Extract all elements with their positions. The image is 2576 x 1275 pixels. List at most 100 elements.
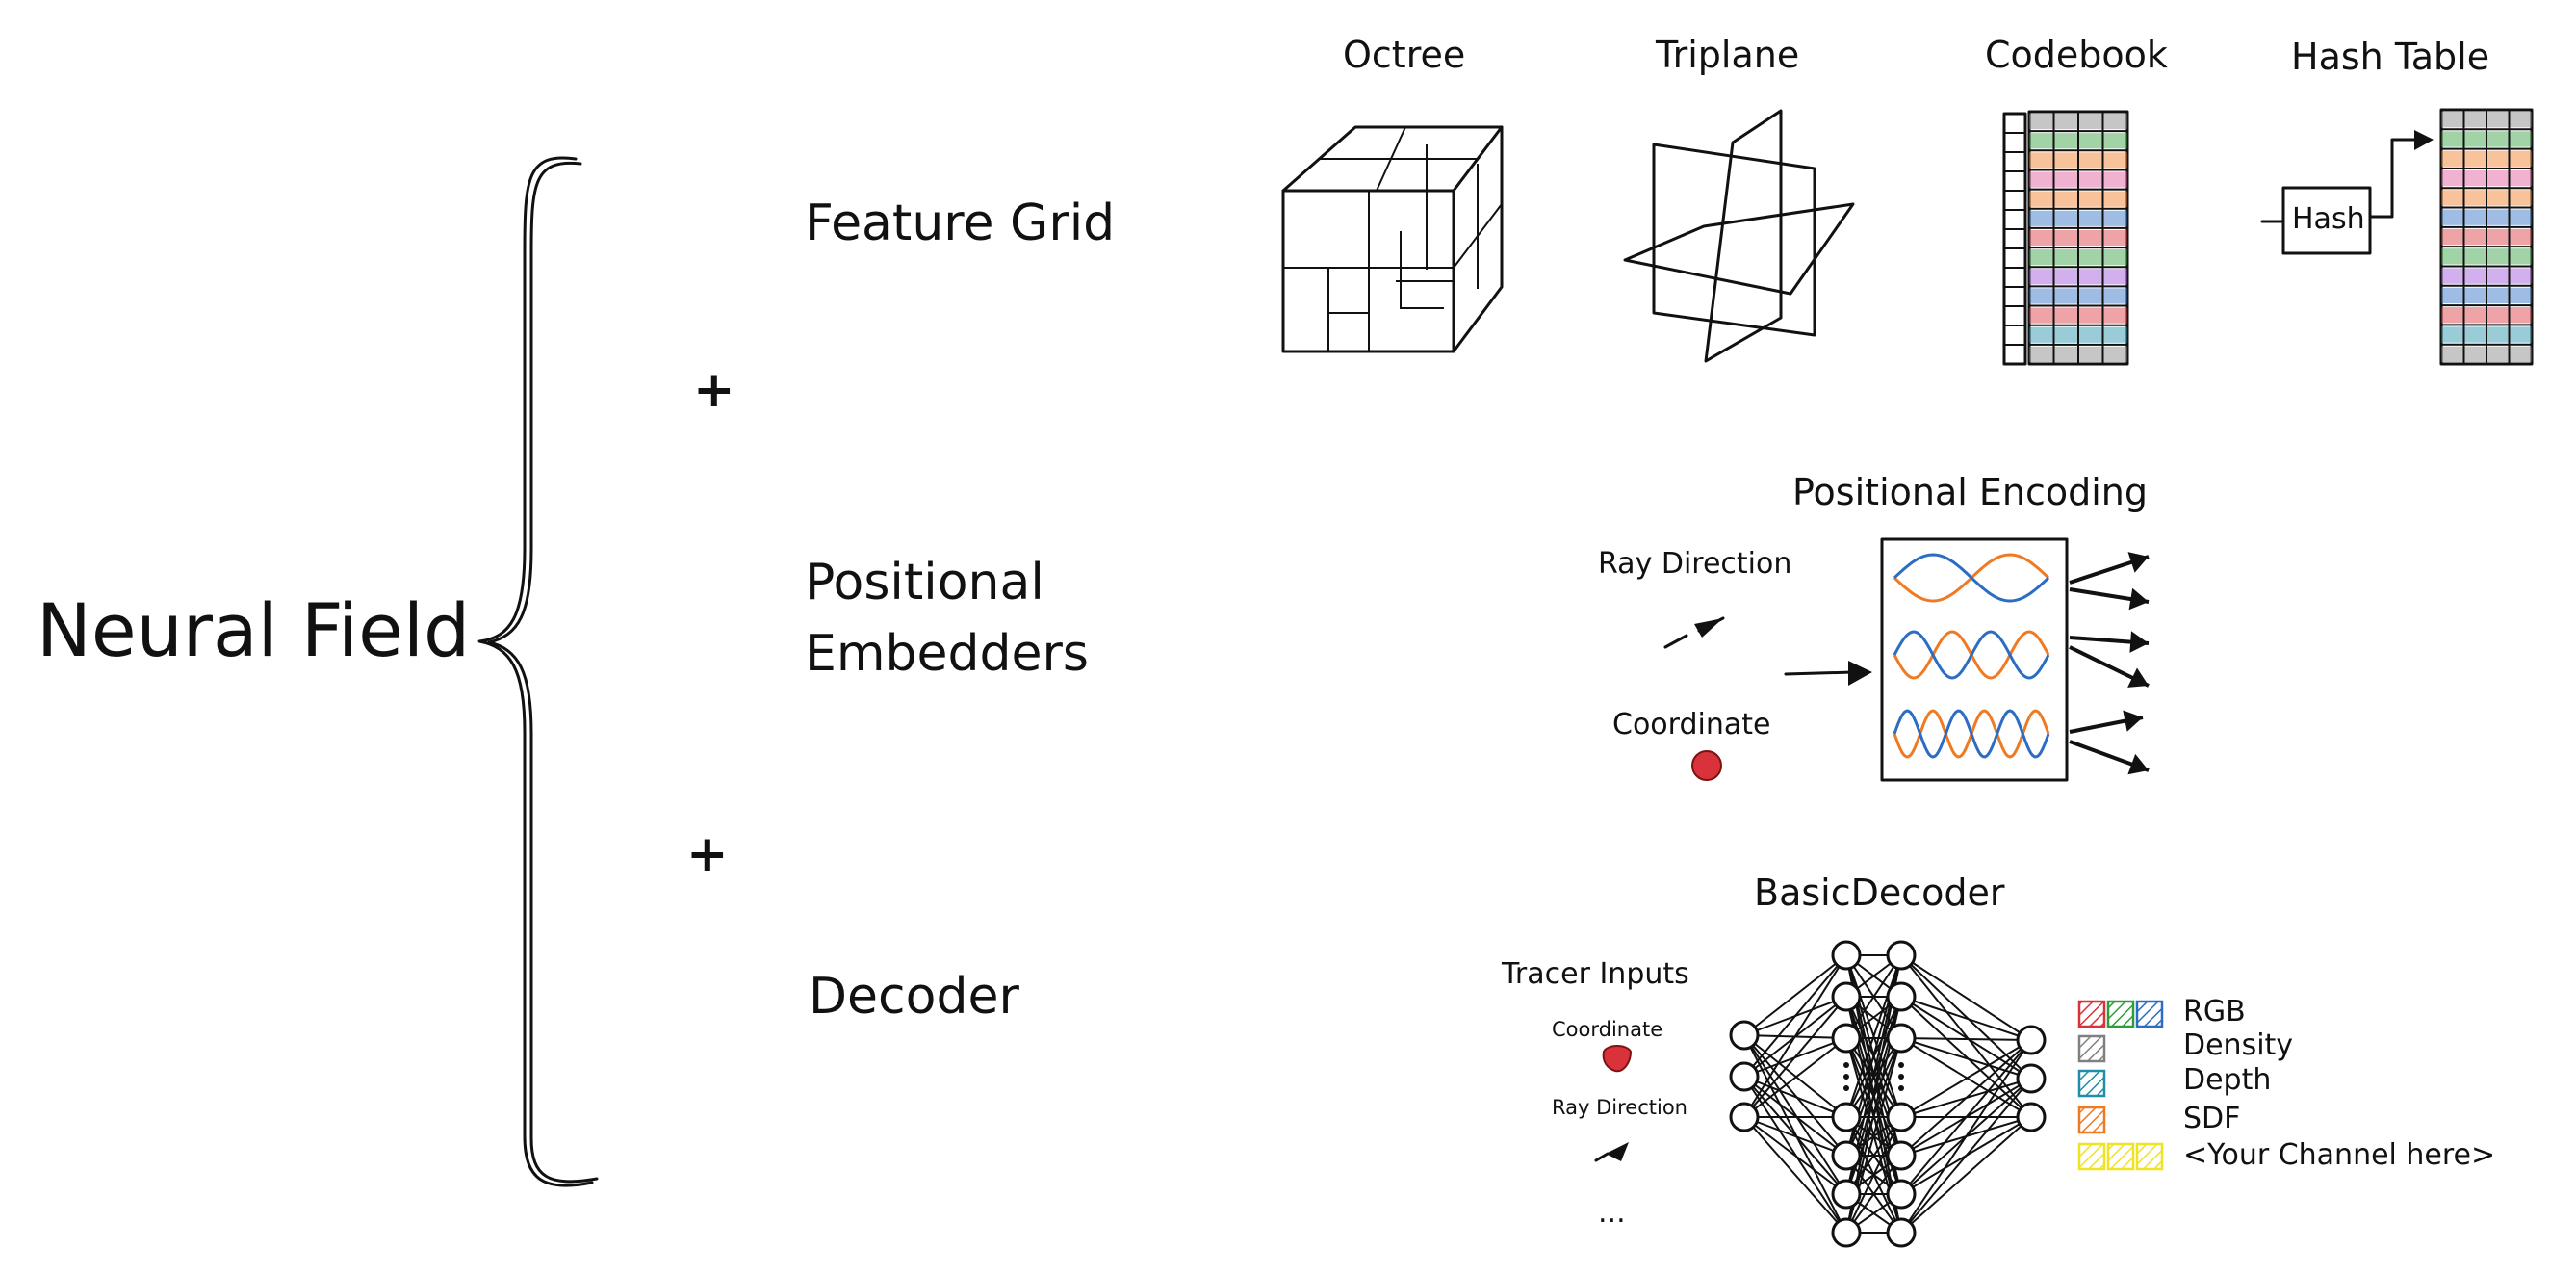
network-node xyxy=(1831,940,1862,971)
output-rgb-label: RGB xyxy=(2183,995,2246,1028)
encoding-output-arrowhead xyxy=(2129,631,2149,653)
output-custom-channel-label: <Your Channel here> xyxy=(2183,1138,2496,1172)
output-channel-swatch xyxy=(2106,1000,2135,1028)
network-edge xyxy=(1743,1116,1847,1195)
positional-encoding-title: Positional Encoding xyxy=(1792,471,2148,513)
hash-table-label: Hash Table xyxy=(2291,36,2490,78)
network-node xyxy=(2016,1025,2047,1055)
output-channel-swatch xyxy=(2077,1106,2106,1134)
tracer-input-coordinate: Coordinate xyxy=(1552,1018,1663,1041)
network-edge xyxy=(1743,1034,1847,1195)
tracer-inputs-label: Tracer Inputs xyxy=(1502,957,1689,991)
network-edge xyxy=(1845,954,1902,1118)
network-edge xyxy=(1900,1039,2032,1157)
plus-sign-1: + xyxy=(693,361,735,419)
hash-table-icon xyxy=(2260,108,2534,366)
network-node xyxy=(1831,1140,1862,1171)
sine-wave xyxy=(1893,630,2050,680)
output-channel-swatch xyxy=(2135,1000,2164,1028)
network-edge xyxy=(1900,1039,2032,1195)
encoding-box xyxy=(1880,537,2069,782)
network-node xyxy=(1886,981,1917,1012)
positional-encoding-diagram xyxy=(1663,537,2150,782)
ray-direction-label: Ray Direction xyxy=(1598,547,1792,581)
triplane-label: Triplane xyxy=(1656,34,1800,76)
tracer-input-icons xyxy=(1594,1045,1633,1162)
output-density-label: Density xyxy=(2183,1028,2294,1062)
network-edge xyxy=(1900,954,2032,1080)
curly-brace xyxy=(477,156,599,1187)
tracer-input-ray-direction: Ray Direction xyxy=(1552,1096,1687,1119)
encoding-output-arrowhead xyxy=(2123,710,2143,732)
output-channel-swatches xyxy=(2077,1000,2164,1171)
network-node xyxy=(1831,1179,1862,1210)
network-node xyxy=(1729,1102,1760,1132)
positional-embedders-label-line2: Embedders xyxy=(805,625,1089,683)
network-edge xyxy=(1743,1116,1847,1234)
network-node xyxy=(1886,940,1917,971)
coordinate-label: Coordinate xyxy=(1612,708,1771,742)
output-channel-swatch xyxy=(2135,1142,2164,1171)
tracer-ray-arrow-tail xyxy=(1594,1152,1610,1162)
network-edge xyxy=(1845,1116,1902,1195)
network-edge xyxy=(1900,996,2032,1041)
network-edge xyxy=(1743,1034,1847,1118)
output-sdf-label: SDF xyxy=(2183,1102,2241,1135)
ray-direction-arrow-icon xyxy=(1694,618,1723,638)
encoding-output-arrowhead xyxy=(2128,587,2149,611)
basic-decoder-network xyxy=(1729,940,2047,1248)
input-arrow xyxy=(1784,670,1855,676)
network-node xyxy=(1886,1102,1917,1132)
network-node xyxy=(1831,1102,1862,1132)
output-channel-swatch xyxy=(2077,1034,2106,1063)
network-edge xyxy=(1900,954,2032,1041)
network-ellipsis-dot xyxy=(1898,1074,1904,1080)
network-node xyxy=(1729,1020,1760,1051)
plus-sign-2: + xyxy=(686,825,729,883)
ray-direction-arrow-tail xyxy=(1663,634,1688,649)
network-node xyxy=(1831,1217,1862,1248)
network-ellipsis-dot xyxy=(1843,1062,1849,1068)
tracer-coordinate-dot-icon xyxy=(1602,1045,1633,1073)
network-edge xyxy=(1743,954,1847,1078)
network-edge xyxy=(1900,954,2032,1118)
network-node xyxy=(2016,1102,2047,1132)
network-node xyxy=(1886,1140,1917,1171)
basic-decoder-title: BasicDecoder xyxy=(1754,872,2005,914)
network-node xyxy=(1886,1023,1917,1054)
decoder-label: Decoder xyxy=(809,968,1019,1026)
output-channel-swatch xyxy=(2077,1069,2106,1098)
network-node xyxy=(1886,1217,1917,1248)
network-edge xyxy=(1900,1116,2032,1234)
network-edge xyxy=(1900,1039,2032,1234)
network-edge xyxy=(1900,1039,2032,1118)
network-edge xyxy=(1743,1076,1847,1118)
tracer-ray-arrow-icon xyxy=(1606,1142,1629,1161)
encoding-output-arrows xyxy=(2069,552,2150,775)
triplane-icon xyxy=(1623,109,1855,363)
encoding-output-arrowhead xyxy=(2127,753,2149,775)
network-ellipsis-dot xyxy=(1843,1085,1849,1091)
network-edge xyxy=(1743,996,1847,1118)
network-edge xyxy=(1743,1116,1847,1157)
output-depth-label: Depth xyxy=(2183,1063,2272,1097)
octree-label: Octree xyxy=(1343,34,1466,76)
positional-embedders-label-line1: Positional xyxy=(805,554,1044,611)
network-node xyxy=(1831,1023,1862,1054)
encoding-output-arrowhead xyxy=(2127,667,2149,688)
neural-field-title: Neural Field xyxy=(37,587,471,673)
output-channel-swatch xyxy=(2077,1142,2106,1171)
sine-wave xyxy=(1893,709,2050,759)
network-edge xyxy=(1743,954,1847,1118)
tracer-input-more: ... xyxy=(1598,1196,1626,1230)
network-ellipsis-dot xyxy=(1843,1074,1849,1080)
sine-wave xyxy=(1893,553,2050,603)
network-node xyxy=(2016,1063,2047,1094)
feature-grid-label: Feature Grid xyxy=(805,195,1116,252)
codebook-label: Codebook xyxy=(1985,34,2168,76)
network-edge xyxy=(1845,954,1902,1039)
encoding-output-arrowhead xyxy=(2127,552,2149,573)
coordinate-dot-icon xyxy=(1691,750,1722,781)
hash-box-label: Hash xyxy=(2292,202,2365,236)
